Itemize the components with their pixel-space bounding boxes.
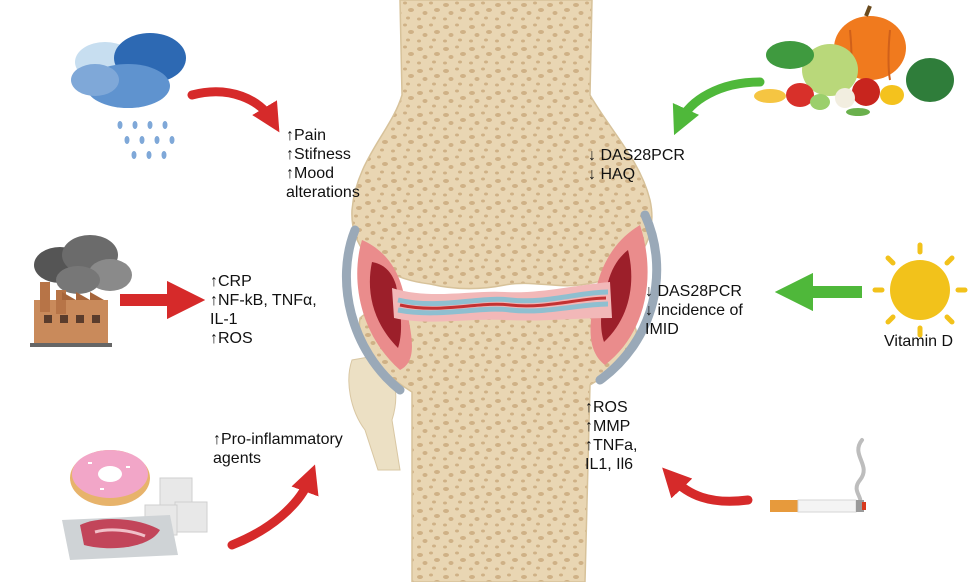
sun-icon (872, 242, 968, 338)
smoking-arrow (662, 467, 753, 506)
vitamin-d-effects-label: ↓ DAS28PCR ↓ incidence of IMID (645, 283, 743, 338)
vitamin-d-label: Vitamin D (884, 333, 954, 350)
knee-joint (341, 0, 662, 582)
cigarette-icon (770, 438, 866, 513)
vegetables-icon (754, 5, 954, 116)
femur (351, 0, 653, 290)
factory-pollution-icon (30, 235, 132, 347)
rain-cloud-icon (71, 33, 186, 159)
junk-food-icon (62, 450, 208, 560)
pannus (369, 262, 402, 348)
weather-effects-label: ↑Pain ↑Stifness ↑Mood alterations (286, 127, 360, 201)
vegetables-arrow (672, 77, 765, 136)
vegetables-effects-label: ↓ DAS28PCR ↓ HAQ (588, 147, 685, 183)
pollution-effects-label: ↑CRP ↑NF-kB, TNFα, IL-1 ↑ROS (210, 273, 317, 347)
diet-arrow (227, 464, 319, 550)
cartilage (397, 289, 609, 307)
smoking-effects-label: ↑ROS ↑MMP ↑TNFa, IL1, Il6 (585, 399, 638, 473)
weather-arrow (187, 87, 280, 133)
diet-effects-label: ↑Pro-inflammatory agents (213, 431, 343, 467)
joint-capsule (341, 210, 662, 395)
